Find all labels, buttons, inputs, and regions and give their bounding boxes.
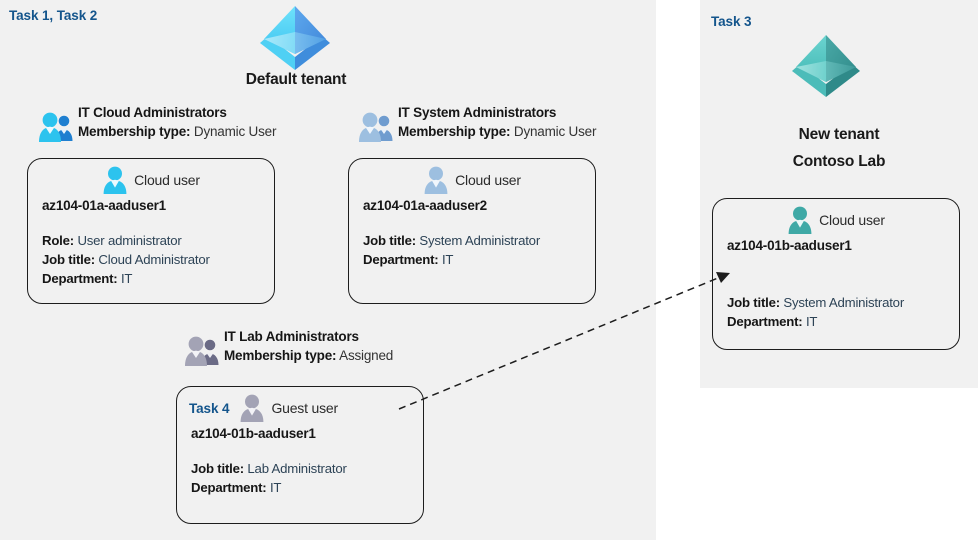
group-title: IT Cloud Administrators — [78, 105, 227, 120]
azure-ad-tenant-icon-default — [256, 2, 334, 70]
default-tenant-name: Default tenant — [245, 71, 347, 88]
property-label: Role: — [42, 233, 74, 248]
user-upn: az104-01a-aaduser2 — [363, 198, 487, 213]
property-value: IT — [441, 252, 454, 267]
user-properties: Job title: System Administrator Departme… — [713, 293, 959, 331]
cloud-user-icon — [102, 165, 128, 195]
new-tenant-name-line1: New tenant — [798, 126, 880, 143]
group-it-lab-administrators: IT Lab Administrators Membership type: A… — [184, 328, 393, 367]
user-properties: Role: User administrator Job title: Clou… — [28, 231, 274, 288]
user-property-department: Department: IT — [191, 478, 423, 497]
group-users-icon — [358, 111, 394, 143]
user-property-department: Department: IT — [363, 250, 595, 269]
group-meta-label: Membership type: — [398, 124, 511, 139]
property-label: Department: — [42, 271, 118, 286]
property-value: User administrator — [77, 233, 182, 248]
card-header: Cloud user — [28, 163, 274, 197]
user-property-job-title: Job title: System Administrator — [363, 231, 595, 250]
property-value: Cloud Administrator — [98, 252, 210, 267]
user-property-job-title: Job title: Lab Administrator — [191, 459, 423, 478]
task-label-1-2: Task 1, Task 2 — [9, 8, 98, 23]
user-kind-label: Cloud user — [819, 212, 885, 228]
property-label: Department: — [363, 252, 439, 267]
group-title: IT Lab Administrators — [224, 329, 359, 344]
group-users-icon — [38, 111, 74, 143]
property-value: System Administrator — [783, 295, 905, 310]
card-header: Cloud user — [349, 163, 595, 197]
property-value: IT — [269, 480, 282, 495]
new-tenant-name-line2: Contoso Lab — [792, 153, 886, 170]
user-properties: Job title: System Administrator Departme… — [349, 231, 595, 269]
user-property-job-title: Job title: System Administrator — [727, 293, 959, 312]
user-property-role: Role: User administrator — [42, 231, 274, 250]
user-card-az104-01a-aaduser1[interactable]: Cloud user az104-01a-aaduser1 Role: User… — [27, 158, 275, 304]
property-label: Job title: — [727, 295, 780, 310]
property-label: Job title: — [42, 252, 95, 267]
user-property-department: Department: IT — [42, 269, 274, 288]
group-membership-type: Membership type: Assigned — [224, 346, 393, 366]
group-meta-value: Dynamic User — [513, 124, 597, 139]
group-it-system-administrators: IT System Administrators Membership type… — [358, 104, 596, 143]
group-meta-label: Membership type: — [78, 124, 191, 139]
group-membership-type: Membership type: Dynamic User — [398, 122, 596, 142]
property-label: Department: — [191, 480, 267, 495]
cloud-user-icon — [423, 165, 449, 195]
card-header: Task 4 Guest user — [177, 391, 423, 425]
user-card-az104-01b-aaduser1-cloud[interactable]: Cloud user az104-01b-aaduser1 Job title:… — [712, 198, 960, 350]
property-value: IT — [120, 271, 133, 286]
property-value: System Administrator — [419, 233, 541, 248]
user-kind-label: Guest user — [271, 400, 338, 416]
property-value: Lab Administrator — [247, 461, 347, 476]
user-upn: az104-01a-aaduser1 — [42, 198, 166, 213]
group-meta-value: Assigned — [339, 348, 394, 363]
task-label-3: Task 3 — [711, 14, 752, 29]
user-card-az104-01b-aaduser1-guest[interactable]: Task 4 Guest user az104-01b-aaduser1 Job… — [176, 386, 424, 524]
user-properties: Job title: Lab Administrator Department:… — [177, 459, 423, 497]
card-header: Cloud user — [713, 203, 959, 237]
property-label: Job title: — [191, 461, 244, 476]
user-upn: az104-01b-aaduser1 — [727, 238, 852, 253]
user-property-department: Department: IT — [727, 312, 959, 331]
user-kind-label: Cloud user — [134, 172, 200, 188]
group-meta-label: Membership type: — [224, 348, 337, 363]
property-label: Job title: — [363, 233, 416, 248]
property-value: IT — [805, 314, 818, 329]
property-label: Department: — [727, 314, 803, 329]
group-users-icon — [184, 335, 220, 367]
user-card-az104-01a-aaduser2[interactable]: Cloud user az104-01a-aaduser2 Job title:… — [348, 158, 596, 304]
guest-user-icon — [239, 393, 265, 423]
group-title: IT System Administrators — [398, 105, 557, 120]
group-meta-value: Dynamic User — [193, 124, 277, 139]
user-property-job-title: Job title: Cloud Administrator — [42, 250, 274, 269]
task-label-4: Task 4 — [189, 400, 230, 416]
user-upn: az104-01b-aaduser1 — [191, 426, 316, 441]
group-it-cloud-administrators: IT Cloud Administrators Membership type:… — [38, 104, 276, 143]
azure-ad-tenant-icon-new — [789, 32, 863, 98]
user-kind-label: Cloud user — [455, 172, 521, 188]
default-tenant-panel — [0, 0, 656, 540]
cloud-user-icon — [787, 205, 813, 235]
group-membership-type: Membership type: Dynamic User — [78, 122, 276, 142]
